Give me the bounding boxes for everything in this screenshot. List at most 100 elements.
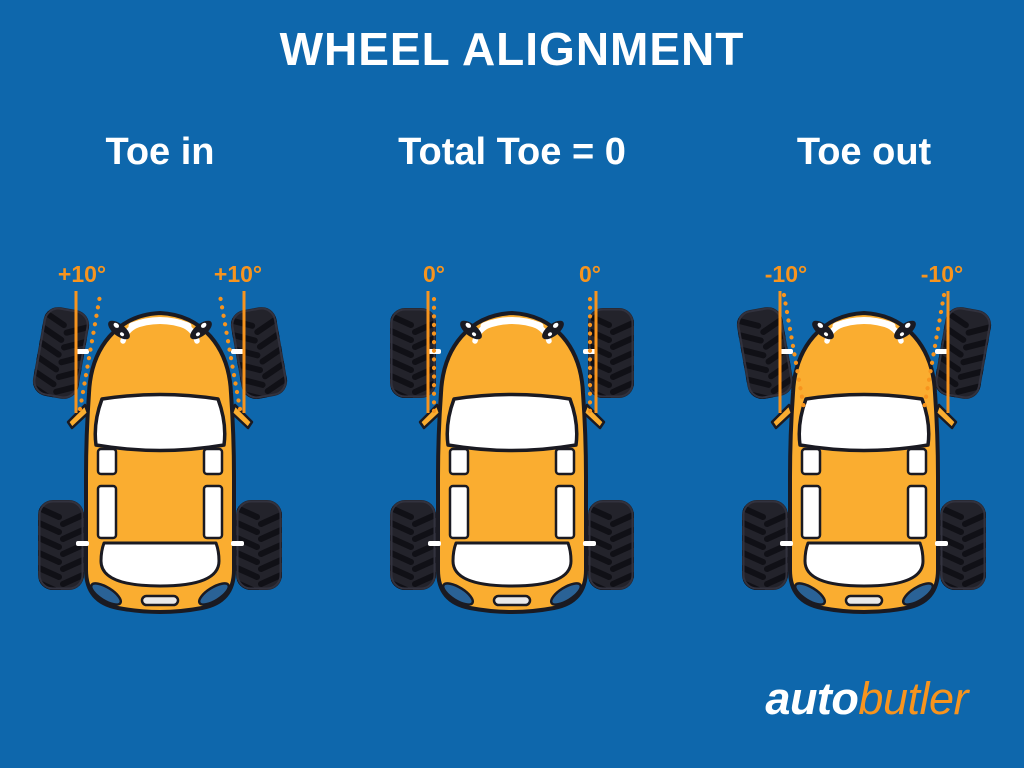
tire bbox=[228, 307, 290, 402]
toe-angle-lines-left bbox=[426, 290, 437, 414]
axle-tick bbox=[76, 541, 89, 546]
logo-butler-text: butler bbox=[858, 673, 968, 724]
wheel-angle-label-left: +10° bbox=[58, 261, 106, 287]
headlight-right bbox=[894, 320, 916, 340]
tire bbox=[742, 500, 788, 590]
tire bbox=[30, 307, 91, 402]
tire bbox=[38, 500, 84, 590]
hood-highlight-right bbox=[882, 321, 904, 344]
section-title: Toe out bbox=[796, 131, 932, 173]
side-window-front-left bbox=[800, 447, 822, 476]
car-body bbox=[84, 311, 236, 614]
axle-tick bbox=[428, 541, 441, 546]
side-window-front-left bbox=[448, 447, 470, 476]
hood-highlight-right bbox=[530, 321, 552, 344]
autobutler-logo: autobutler bbox=[765, 676, 968, 721]
side-window-front-right bbox=[554, 447, 576, 476]
section-total-toe-zero: Total Toe = 0 0° 0° bbox=[382, 130, 642, 625]
windshield bbox=[93, 392, 227, 453]
section-title: Total Toe = 0 bbox=[398, 131, 626, 173]
section-toe-out: Toe out -10°-10° bbox=[734, 130, 994, 625]
windshield bbox=[445, 392, 579, 453]
rear-right-wheel bbox=[236, 500, 282, 590]
axle-tick bbox=[231, 349, 244, 354]
front-left-wheel bbox=[30, 307, 91, 402]
headlight-left bbox=[460, 320, 482, 340]
headlight-left bbox=[812, 320, 834, 340]
wheel-angle-label-right: +10° bbox=[214, 261, 262, 287]
wheel-direction-dotted-line bbox=[781, 292, 807, 412]
rear-plate-slot bbox=[140, 594, 180, 607]
car-top-view-diagram-toe-out: -10°-10° bbox=[734, 261, 993, 614]
car-body bbox=[788, 311, 940, 614]
side-window-front-right bbox=[202, 447, 224, 476]
side-mirror-right bbox=[934, 403, 958, 430]
tire bbox=[390, 308, 436, 398]
tail-light-right bbox=[901, 582, 935, 606]
car-top-view-diagram-toe-in: +10° +10° bbox=[30, 261, 290, 614]
axle-tick bbox=[780, 541, 793, 546]
front-left-wheel bbox=[390, 308, 436, 398]
axle-tick bbox=[935, 541, 948, 546]
side-mirror-left bbox=[418, 403, 442, 430]
side-window-rear-right bbox=[906, 484, 928, 540]
rear-left-wheel bbox=[390, 500, 436, 590]
side-window-rear-right bbox=[554, 484, 576, 540]
hood-highlight-left bbox=[120, 321, 142, 344]
toe-angle-lines-right bbox=[217, 291, 246, 413]
tail-light-right bbox=[549, 582, 583, 606]
rear-left-wheel bbox=[742, 500, 788, 590]
side-window-front-right bbox=[906, 447, 928, 476]
car-body bbox=[436, 311, 588, 614]
tire bbox=[236, 500, 282, 590]
hood-highlight-left bbox=[824, 321, 846, 344]
wheel-angle-label-right: -10° bbox=[921, 261, 963, 287]
tail-light-left bbox=[441, 582, 475, 606]
side-mirror-left bbox=[66, 403, 90, 430]
wheel-angle-label-left: 0° bbox=[423, 261, 445, 287]
rear-right-wheel bbox=[940, 500, 986, 590]
side-window-rear-left bbox=[448, 484, 470, 540]
hood-highlight-left bbox=[472, 321, 494, 344]
wheel-direction-dotted-line bbox=[921, 292, 947, 412]
toe-angle-lines-right bbox=[587, 290, 598, 414]
page-title: WHEEL ALIGNMENT bbox=[279, 23, 745, 75]
axle-tick bbox=[780, 349, 793, 354]
hood-highlight-right bbox=[178, 321, 200, 344]
side-window-rear-left bbox=[96, 484, 118, 540]
tail-light-left bbox=[793, 582, 827, 606]
axle-tick bbox=[583, 541, 596, 546]
rear-plate-slot bbox=[844, 594, 884, 607]
rear-window bbox=[99, 541, 221, 588]
front-right-wheel bbox=[588, 308, 634, 398]
rear-left-wheel bbox=[38, 500, 84, 590]
side-mirror-right bbox=[582, 403, 606, 430]
rear-window bbox=[451, 541, 573, 588]
side-mirror-right bbox=[230, 403, 254, 430]
side-window-rear-right bbox=[202, 484, 224, 540]
rear-plate-slot bbox=[492, 594, 532, 607]
toe-angle-lines-left bbox=[74, 291, 103, 413]
side-window-front-left bbox=[96, 447, 118, 476]
tire bbox=[588, 308, 634, 398]
axle-tick bbox=[76, 349, 89, 354]
section-title: Toe in bbox=[105, 131, 215, 173]
wheel-direction-dotted-line bbox=[77, 292, 103, 412]
axle-tick bbox=[935, 349, 948, 354]
toe-angle-lines-left bbox=[778, 291, 807, 413]
headlight-left bbox=[108, 320, 130, 340]
wheel-angle-label-right: 0° bbox=[579, 261, 601, 287]
tire bbox=[588, 500, 634, 590]
section-toe-in: Toe in +10° +10° bbox=[30, 130, 290, 625]
wheel-direction-dotted-line bbox=[217, 292, 243, 412]
toe-angle-lines-right bbox=[921, 291, 950, 413]
tail-light-left bbox=[89, 582, 123, 606]
headlight-right bbox=[190, 320, 212, 340]
headlight-right bbox=[542, 320, 564, 340]
side-mirror-left bbox=[770, 403, 794, 430]
side-window-rear-left bbox=[800, 484, 822, 540]
front-right-wheel bbox=[228, 307, 290, 402]
axle-tick bbox=[231, 541, 244, 546]
tail-light-right bbox=[197, 582, 231, 606]
